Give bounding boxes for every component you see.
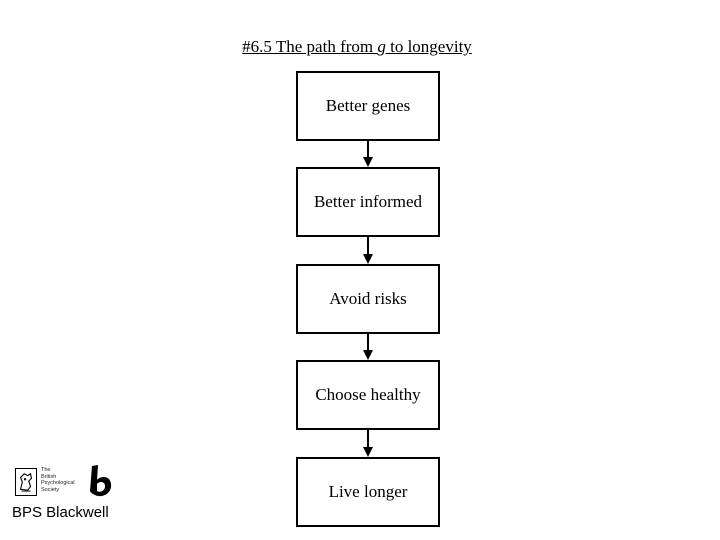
arrow-down-icon xyxy=(363,140,373,167)
step-box-avoid-risks: Avoid risks xyxy=(296,264,440,334)
society-line: Psychological xyxy=(41,480,75,486)
society-name: The British Psychological Society xyxy=(41,467,85,493)
step-label: Choose healthy xyxy=(315,385,421,404)
step-box-live-longer: Live longer xyxy=(296,457,440,527)
logo-wordmark: BPS Blackwell xyxy=(12,504,109,521)
step-box-choose-healthy: Choose healthy xyxy=(296,360,440,430)
society-line: Society xyxy=(41,486,60,493)
step-label: Better genes xyxy=(325,96,411,115)
crest-icon xyxy=(15,468,37,496)
arrow-down-icon xyxy=(363,333,373,360)
blackwell-b-icon xyxy=(86,464,114,498)
bps-blackwell-logo: The British Psychological Society BPS Bl… xyxy=(12,464,116,526)
step-box-better-genes: Better genes xyxy=(296,71,440,141)
title-variable: g xyxy=(377,37,386,56)
step-label: Better informed xyxy=(313,192,423,211)
society-line: The xyxy=(41,467,51,473)
step-box-better-informed: Better informed xyxy=(296,167,440,237)
step-label: Live longer xyxy=(328,482,408,501)
step-label: Avoid risks xyxy=(329,289,407,308)
title-suffix: to longevity xyxy=(385,37,472,56)
slide-title: #6.5 The path from g to longevity xyxy=(0,37,714,57)
title-prefix: #6.5 The path from xyxy=(242,37,378,56)
arrow-down-icon xyxy=(363,236,373,264)
society-line: British xyxy=(41,473,57,480)
arrow-down-icon xyxy=(363,429,373,457)
